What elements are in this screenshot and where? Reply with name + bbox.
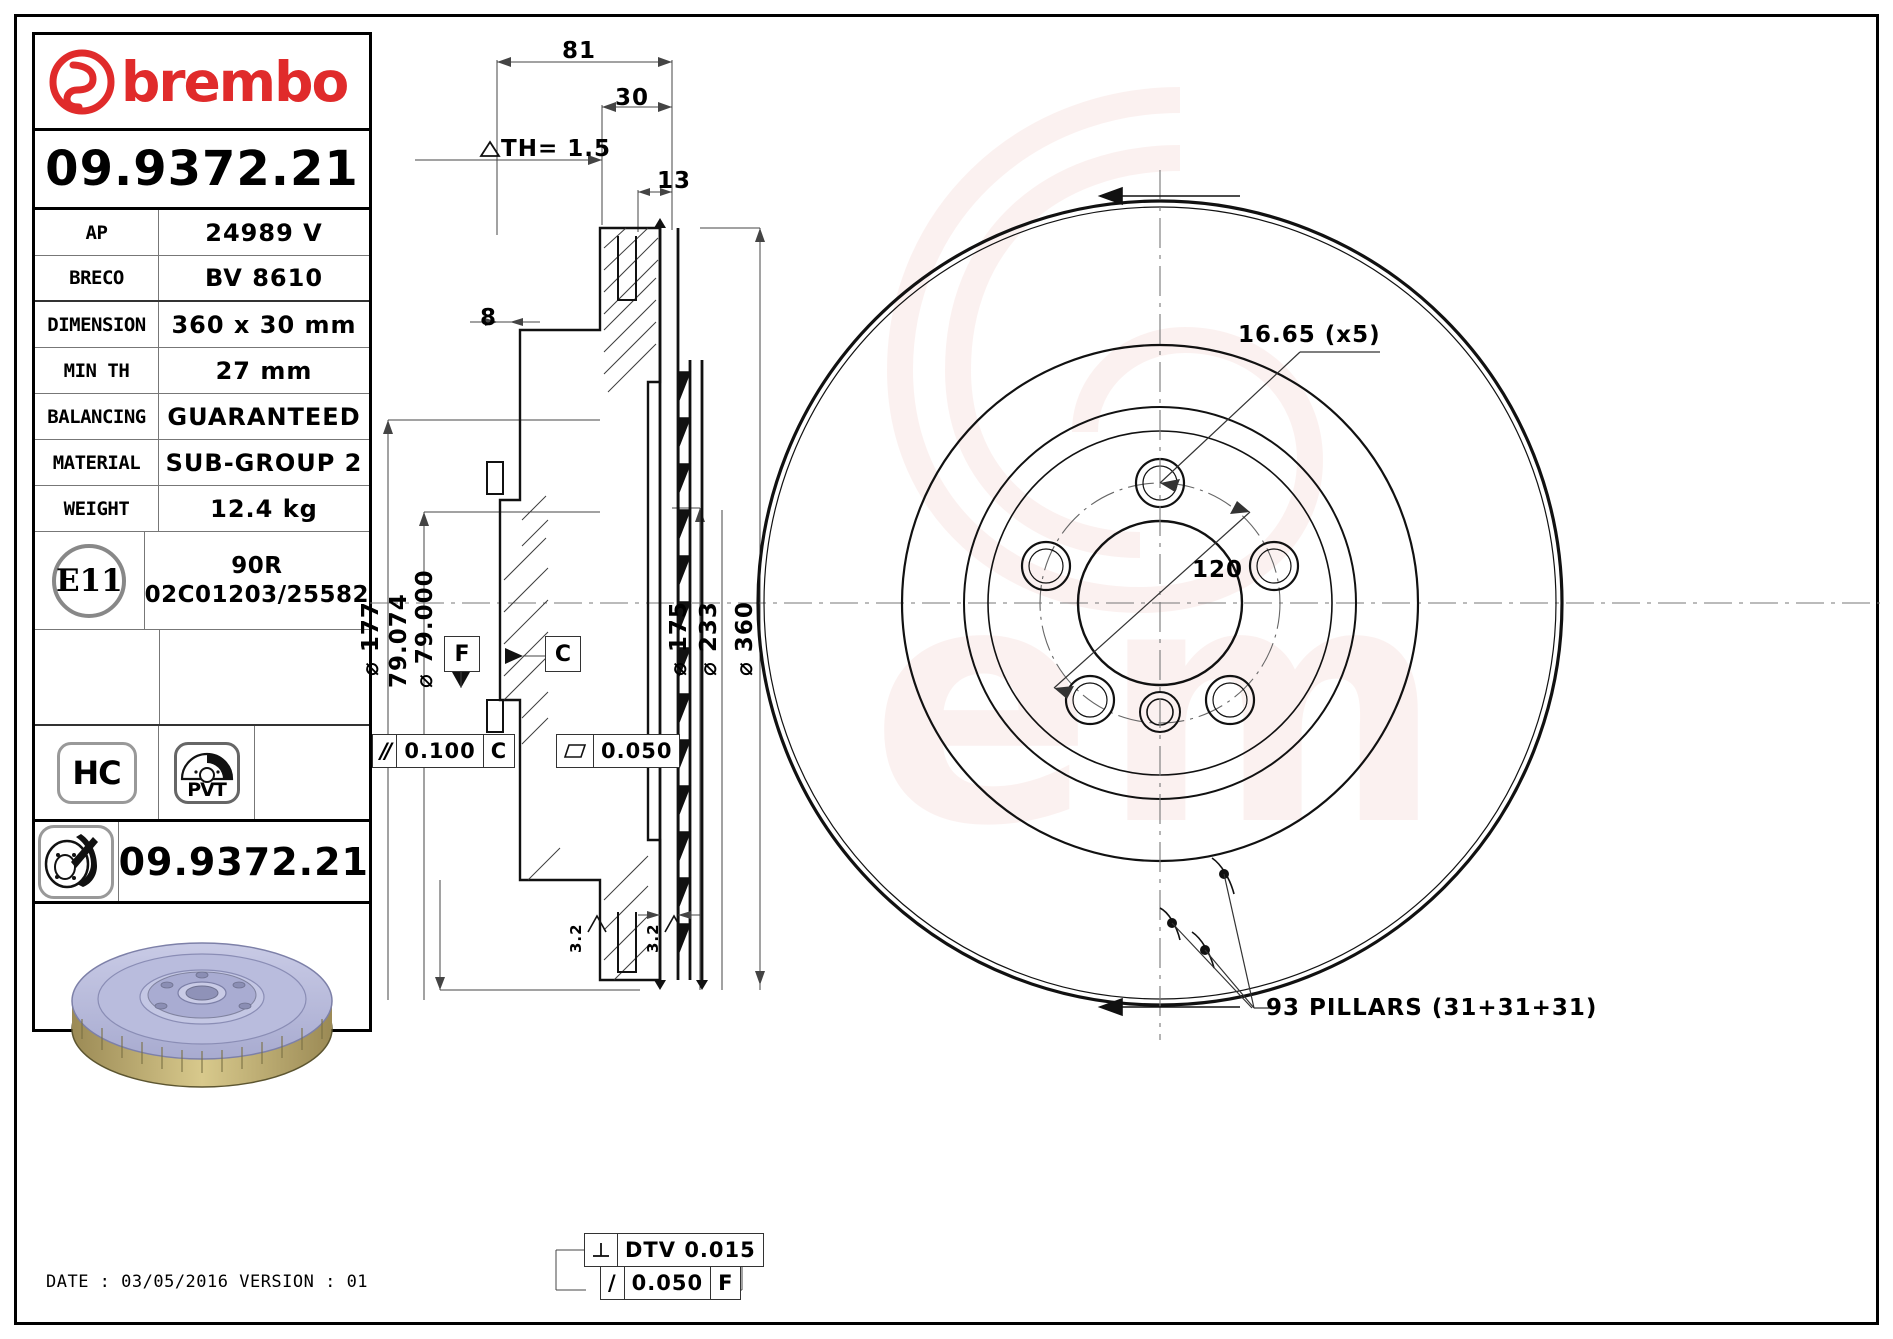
- dim-175-value: 175: [666, 601, 692, 653]
- table-row: AP 24989 V: [35, 210, 369, 256]
- table-row: MATERIAL SUB-GROUP 2: [35, 440, 369, 486]
- table-row: MIN TH 27 mm: [35, 348, 369, 394]
- disc-photo-image: [71, 941, 333, 1088]
- pvt-disc-icon: [180, 752, 233, 783]
- runout-value: 0.050: [625, 1267, 712, 1299]
- edge-finish-left: 3.2: [567, 923, 585, 953]
- homologation-line1: 90R: [231, 552, 283, 579]
- flatness-icon: [563, 744, 587, 758]
- hc-badge-cell: HC: [35, 726, 159, 819]
- pcd-label: 120: [1192, 557, 1244, 583]
- e11-mark: E11: [52, 543, 127, 618]
- row-key: AP: [35, 210, 159, 255]
- table-row: BRECO BV 8610: [35, 256, 369, 302]
- brake-disc-icon: [38, 824, 115, 899]
- row-key: BALANCING: [35, 394, 159, 439]
- brand-logo: brembo: [35, 35, 369, 131]
- edge-finish-right: 3.2: [644, 923, 662, 953]
- homologation-code: 90R 02C01203/25582: [145, 532, 369, 629]
- delta-icon: [479, 140, 501, 157]
- dim-mid-dia: ⌀ 233: [696, 601, 722, 676]
- pvt-badge-label: PVT: [187, 778, 227, 801]
- empty-row: [35, 630, 369, 726]
- perpendicularity-icon: [593, 1243, 609, 1257]
- flatness-symbol: [557, 735, 594, 767]
- row-key: BRECO: [35, 256, 159, 300]
- dim-inner-dia: ⌀ 175: [666, 601, 692, 676]
- row-key: MATERIAL: [35, 440, 159, 485]
- table-row: BALANCING GUARANTEED: [35, 394, 369, 440]
- runout-datum: F: [718, 1271, 734, 1295]
- datum-f: F: [444, 636, 480, 672]
- row-value: 360 x 30 mm: [171, 310, 357, 339]
- parallelism-datum: C: [490, 739, 508, 763]
- row-key: WEIGHT: [35, 486, 159, 531]
- section-profile: [435, 218, 743, 1291]
- tolerance-flatness: 0.050: [556, 734, 681, 768]
- dim-thickness-tolerance: TH= 1.5: [479, 136, 611, 162]
- parallelism-symbol: //: [373, 735, 398, 767]
- row-value: GUARANTEED: [167, 402, 361, 431]
- perpendicularity-symbol: [585, 1234, 618, 1266]
- dim-th-value: TH= 1.5: [501, 136, 611, 162]
- pvt-badge-cell: PVT: [159, 726, 255, 819]
- row-value: 12.4 kg: [210, 494, 318, 523]
- dim-bore-max: 79.074: [386, 593, 412, 688]
- dtv-value: DTV 0.015: [625, 1238, 756, 1262]
- row-value: SUB-GROUP 2: [165, 448, 363, 477]
- dim-outer-dia: ⌀ 360: [732, 601, 758, 676]
- row-value: 27 mm: [215, 356, 313, 385]
- row-value: 24989 V: [205, 218, 323, 247]
- part-number-footer-row: 09.9372.21: [35, 822, 369, 904]
- dim-177-value: 177: [358, 601, 384, 653]
- title-block: brembo 09.9372.21 AP 24989 V BRECO BV 86…: [32, 32, 372, 1088]
- dim-flange-thickness: 13: [657, 168, 692, 194]
- row-key: DIMENSION: [35, 302, 159, 347]
- part-number-footer: 09.9372.21: [118, 839, 369, 884]
- dim-bore-min-value: 79.000: [412, 569, 438, 665]
- brand-name: brembo: [121, 49, 349, 114]
- dim-overall-width: 81: [562, 38, 597, 64]
- product-photo: [35, 904, 369, 1132]
- dim-233-value: 233: [696, 601, 722, 653]
- homologation-row: E11 90R 02C01203/25582: [35, 532, 369, 630]
- runout-symbol: /: [601, 1267, 625, 1299]
- table-row: WEIGHT 12.4 kg: [35, 486, 369, 532]
- dim-hat-outer-dia: ⌀ 177: [358, 601, 384, 676]
- datum-c: C: [545, 636, 581, 672]
- disc-icon-cell: [35, 822, 119, 901]
- footer-date: DATE : 03/05/2016 VERSION : 01: [46, 1272, 369, 1292]
- flatness-value: 0.050: [601, 739, 673, 763]
- tolerance-parallelism: // 0.100 C: [372, 734, 516, 768]
- table-row: DIMENSION 360 x 30 mm: [35, 302, 369, 348]
- dim-hat-offset: 30: [615, 85, 650, 111]
- row-value: BV 8610: [204, 264, 324, 292]
- pvt-badge: PVT: [173, 741, 240, 804]
- dim-360-value: 360: [732, 601, 758, 653]
- row-key: MIN TH: [35, 348, 159, 393]
- dim-hat-thickness: 8: [480, 305, 498, 331]
- hc-badge: HC: [56, 741, 137, 804]
- face-view-drawing: [756, 170, 1564, 1040]
- dim-bore-min: ⌀ 79.000: [412, 569, 438, 688]
- sheet-border: [14, 14, 1879, 1325]
- homologation-line2: 02C01203/25582: [144, 581, 369, 608]
- badges-row: HC PVT: [35, 726, 369, 822]
- part-number-header: 09.9372.21: [35, 131, 369, 210]
- pillars-note: 93 PILLARS (31+31+31): [1266, 995, 1598, 1021]
- tolerance-runout: / 0.050 F: [600, 1266, 742, 1300]
- tolerance-dtv: DTV 0.015: [584, 1233, 764, 1267]
- bolt-hole-note: 16.65 (x5): [1238, 322, 1381, 348]
- e11-mark-cell: E11: [35, 532, 145, 629]
- brembo-logo-icon: [49, 49, 115, 114]
- parallelism-value: 0.100: [397, 735, 484, 767]
